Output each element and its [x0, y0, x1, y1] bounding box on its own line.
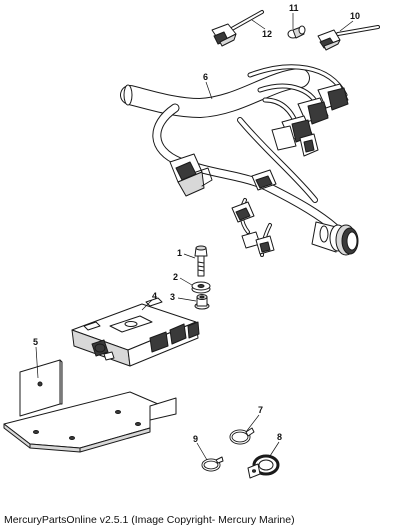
callout-3: 3 [170, 292, 175, 302]
copyright-caption: MercuryPartsOnline v2.5.1 (Image Copyrig… [4, 514, 295, 526]
part-6-wiring-harness[interactable] [120, 64, 359, 257]
part-3-bushing[interactable] [194, 294, 210, 310]
part-5-mounting-bracket[interactable] [3, 359, 177, 453]
leader-lines [35, 13, 354, 461]
callout-7: 7 [258, 405, 263, 415]
callout-4: 4 [152, 291, 157, 301]
part-2-grommet[interactable] [191, 281, 211, 294]
callout-5: 5 [33, 337, 38, 347]
part-10-connector-pigtail[interactable] [317, 25, 380, 51]
part-4-ecm-module[interactable] [71, 297, 200, 367]
part-7-clamp[interactable] [229, 427, 255, 445]
callout-9: 9 [193, 434, 198, 444]
callout-10: 10 [350, 11, 360, 21]
part-11-plug[interactable] [287, 25, 306, 39]
callout-2: 2 [173, 272, 178, 282]
callout-6: 6 [203, 72, 208, 82]
callout-labels: 12 11 10 6 1 2 3 4 5 7 9 8 [33, 3, 360, 444]
callout-1: 1 [177, 248, 182, 258]
part-12-connector-pigtail[interactable] [211, 10, 264, 47]
callout-12: 12 [262, 29, 272, 39]
part-8-cable-clamp[interactable] [247, 454, 280, 479]
callout-8: 8 [277, 432, 282, 442]
part-1-bolt[interactable] [194, 245, 208, 277]
part-9-clamp[interactable] [201, 456, 224, 472]
callout-11: 11 [289, 3, 299, 13]
